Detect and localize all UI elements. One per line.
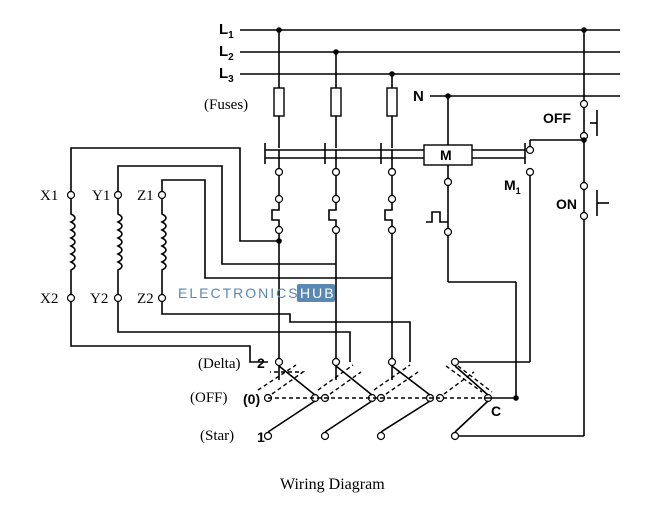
contactor-m-label: M bbox=[440, 147, 452, 163]
line-l1-label: L1 bbox=[219, 21, 234, 41]
main-contactor bbox=[264, 143, 526, 166]
off-button-label: OFF bbox=[543, 110, 571, 126]
fuse-l3 bbox=[386, 87, 398, 117]
delta-position-number: 2 bbox=[257, 355, 265, 371]
off-position-label: (OFF) bbox=[190, 390, 228, 406]
winding-y2-label: Y2 bbox=[90, 291, 108, 307]
off-position-number: (0) bbox=[243, 391, 260, 407]
star-delta-switch bbox=[257, 357, 519, 441]
motor-windings bbox=[66, 190, 167, 303]
watermark-logo: ELECTRONICS HUB bbox=[178, 284, 336, 302]
winding-x2-label: X2 bbox=[40, 291, 58, 307]
winding-y1-label: Y1 bbox=[92, 188, 110, 204]
svg-text:HUB: HUB bbox=[300, 285, 336, 301]
fuses-label: (Fuses) bbox=[204, 97, 248, 113]
fuse-l2 bbox=[330, 87, 342, 117]
winding-connections bbox=[70, 147, 411, 363]
delta-position-label: (Delta) bbox=[198, 356, 240, 372]
contactor-contacts bbox=[271, 150, 397, 380]
fuse-l1 bbox=[273, 87, 285, 117]
supply-lines bbox=[240, 29, 620, 97]
contactor-m1-label: M1 bbox=[504, 177, 521, 196]
winding-z2-label: Z2 bbox=[137, 291, 154, 307]
winding-z1-label: Z1 bbox=[137, 188, 154, 204]
on-button-label: ON bbox=[556, 196, 577, 212]
winding-x1-label: X1 bbox=[40, 188, 58, 204]
common-terminal-label: C bbox=[491, 403, 501, 419]
neutral-label: N bbox=[413, 88, 424, 105]
line-l3-label: L3 bbox=[219, 65, 234, 85]
svg-text:ELECTRONICS: ELECTRONICS bbox=[178, 285, 300, 301]
star-position-number: 1 bbox=[257, 429, 265, 445]
line-l2-label: L2 bbox=[219, 43, 234, 63]
diagram-caption: Wiring Diagram bbox=[280, 476, 385, 493]
star-position-label: (Star) bbox=[200, 428, 234, 444]
supply-junctions bbox=[276, 27, 587, 99]
fuses bbox=[273, 30, 398, 148]
control-circuit bbox=[426, 30, 609, 437]
